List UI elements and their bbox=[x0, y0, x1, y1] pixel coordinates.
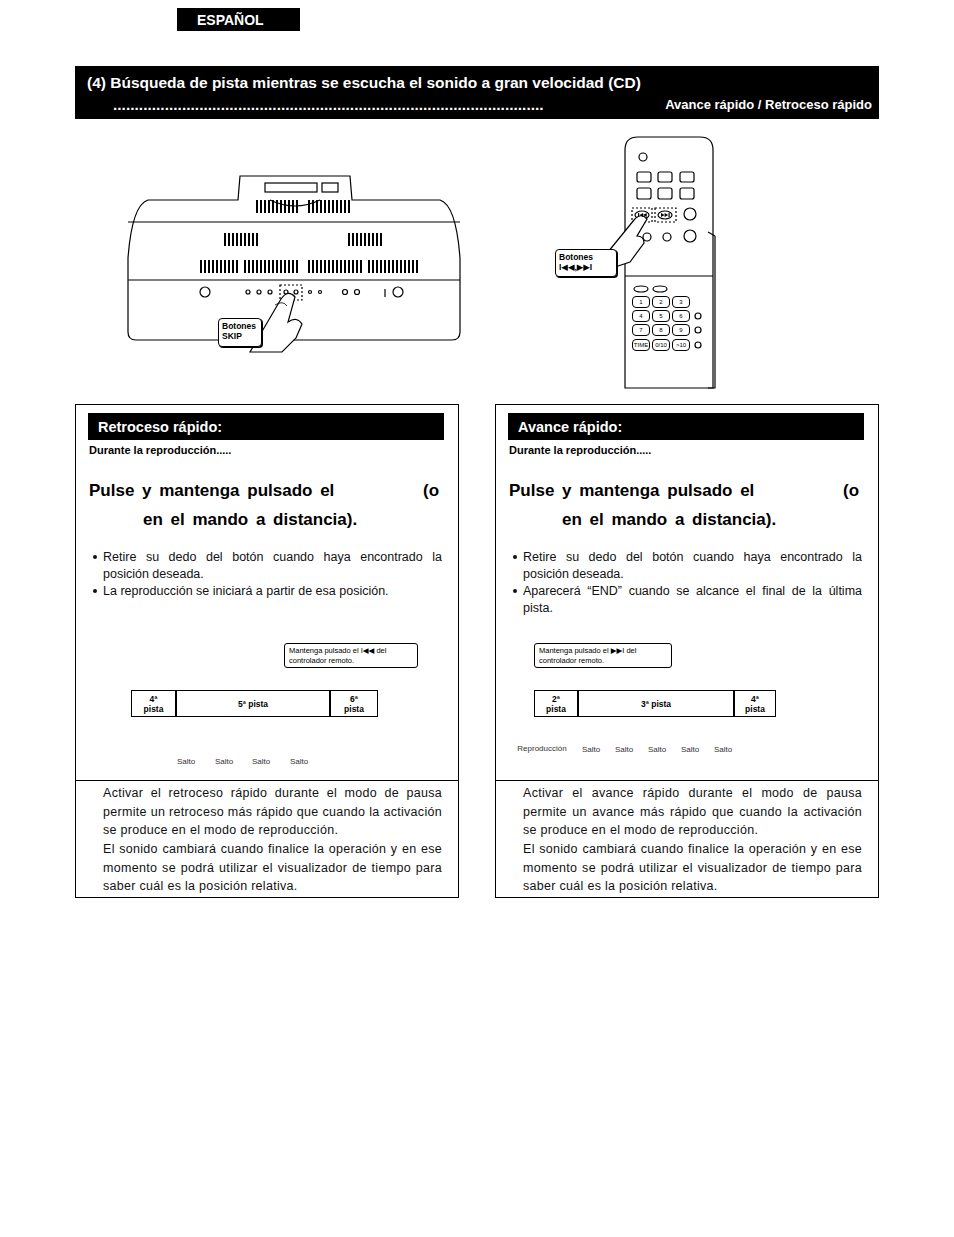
node-text: 2 bbox=[659, 299, 662, 306]
instruction-text: Avance rápido / Retroceso rápido bbox=[600, 97, 872, 112]
track-cell: 4ª pista bbox=[131, 690, 176, 717]
node-text: 5ª pista bbox=[238, 699, 268, 709]
track-cell: 2ª pista bbox=[534, 690, 578, 717]
instruction-text: en el mando a distancia). bbox=[562, 510, 862, 530]
section-heading-bar: (4) Búsqueda de pista mientras se escuch… bbox=[75, 66, 879, 119]
main-unit bbox=[128, 176, 460, 340]
callout-box: Botones I◀◀,▶▶I bbox=[555, 249, 617, 277]
node-text: 2ª pista bbox=[543, 694, 569, 714]
instruction-text: (o bbox=[423, 481, 455, 501]
keypad-button: 9 bbox=[672, 324, 690, 336]
keypad-button: 7 bbox=[632, 324, 650, 336]
note-section: Activar el retroceso rápido durante el m… bbox=[75, 780, 459, 898]
instruction-text: (o bbox=[843, 481, 875, 501]
instruction-text: Durante la reproducción..... bbox=[89, 444, 389, 456]
jump-label: Reproducción bbox=[516, 744, 567, 753]
node-text: 1 bbox=[639, 299, 642, 306]
bullet-dot bbox=[93, 555, 97, 559]
bullet-dot bbox=[93, 589, 97, 593]
node-text: 4ª pista bbox=[743, 694, 767, 714]
node-text: 8 bbox=[659, 327, 662, 334]
node-text: Botones SKIP bbox=[222, 321, 258, 341]
jump-label: Salto bbox=[289, 757, 309, 766]
node-text: 6ª pista bbox=[339, 694, 369, 714]
node-text: 4ª pista bbox=[140, 694, 167, 714]
keypad-button: 0/10 bbox=[652, 339, 670, 351]
node-text: 6 bbox=[679, 313, 682, 320]
keypad-button: 4 bbox=[632, 310, 650, 322]
instruction-text: Pulse y mantenga pulsado el bbox=[89, 481, 374, 501]
node-text: 3ª pista bbox=[641, 699, 671, 709]
node-text: 3 bbox=[679, 299, 682, 306]
jump-label: Salto bbox=[680, 745, 700, 754]
callout-box: Botones SKIP bbox=[218, 318, 262, 347]
skip-symbol bbox=[661, 213, 670, 217]
track-cell: 3ª pista bbox=[578, 690, 734, 717]
keypad-button: 1 bbox=[632, 296, 650, 308]
keypad-button: 8 bbox=[652, 324, 670, 336]
node-text: >10 bbox=[676, 342, 686, 349]
node-text: 0/10 bbox=[655, 342, 667, 349]
bullet-text: La reproducción se iniciará a partir de … bbox=[103, 583, 442, 600]
instruction-text: (4) Búsqueda de pista mientras se escuch… bbox=[87, 72, 667, 116]
instruction-panel: Avance rápido: Mantenga pulsado el ▶▶I de… bbox=[495, 404, 879, 898]
node-text: Mantenga pulsado el ▶▶I del controlador … bbox=[539, 646, 667, 665]
node-text: 7 bbox=[639, 327, 642, 334]
bullet-text: Retire su dedo del botón cuando haya enc… bbox=[103, 549, 442, 583]
track-cell: 5ª pista bbox=[176, 690, 330, 717]
node-text: 5 bbox=[659, 313, 662, 320]
node-text: Botones I◀◀,▶▶I bbox=[559, 252, 613, 272]
jump-label: Salto bbox=[251, 757, 271, 766]
node-text: ESPAÑOL bbox=[197, 12, 264, 28]
track-cell: 4ª pista bbox=[734, 690, 776, 717]
callout-box: Mantenga pulsado el ▶▶I del controlador … bbox=[534, 643, 672, 668]
track-cell: 6ª pista bbox=[330, 690, 378, 717]
jump-label: Salto bbox=[713, 745, 733, 754]
instruction-text: El sonido cambiará cuando finalice la op… bbox=[523, 840, 862, 896]
bullet-text: Aparecerá “END” cuando se alcance el fin… bbox=[523, 583, 862, 617]
skip-symbol bbox=[638, 213, 647, 217]
keypad-button: >10 bbox=[672, 339, 690, 351]
keypad-button: 2 bbox=[652, 296, 670, 308]
jump-label: Salto bbox=[647, 745, 667, 754]
bullet-dot bbox=[513, 555, 517, 559]
node-text: TIME bbox=[634, 342, 648, 349]
instruction-panel: Retroceso rápido: Mantenga pulsado el I◀◀… bbox=[75, 404, 459, 898]
node-text: Avance rápido: bbox=[518, 419, 622, 435]
bullet-text: Retire su dedo del botón cuando haya enc… bbox=[523, 549, 862, 583]
keypad-button: 3 bbox=[672, 296, 690, 308]
node-text: Mantenga pulsado el I◀◀ del controlador … bbox=[289, 646, 413, 665]
instruction-text: Activar el retroceso rápido durante el m… bbox=[103, 784, 442, 840]
node-text: 4 bbox=[639, 313, 642, 320]
bullet-dot bbox=[513, 589, 517, 593]
jump-label: Salto bbox=[176, 757, 196, 766]
language-tab: ESPAÑOL bbox=[177, 8, 300, 31]
callout-box: Mantenga pulsado el I◀◀ del controlador … bbox=[284, 643, 418, 668]
keypad-button: 5 bbox=[652, 310, 670, 322]
jump-label: Salto bbox=[214, 757, 234, 766]
node-text: Retroceso rápido: bbox=[98, 419, 222, 435]
remote-control bbox=[625, 137, 715, 388]
node-text: 9 bbox=[679, 327, 682, 334]
instruction-text: Pulse y mantenga pulsado el bbox=[509, 481, 794, 501]
instruction-text: en el mando a distancia). bbox=[143, 510, 443, 530]
instruction-text: El sonido cambiará cuando finalice la op… bbox=[103, 840, 442, 896]
panel-heading: Retroceso rápido: bbox=[88, 413, 444, 440]
instruction-text: Activar el avance rápido durante el modo… bbox=[523, 784, 862, 840]
panel-heading: Avance rápido: bbox=[508, 413, 864, 440]
keypad-button: 6 bbox=[672, 310, 690, 322]
note-section: Activar el avance rápido durante el modo… bbox=[495, 780, 879, 898]
instruction-text: Durante la reproducción..... bbox=[509, 444, 809, 456]
jump-label: Salto bbox=[614, 745, 634, 754]
keypad-button: TIME bbox=[632, 339, 650, 351]
jump-label: Salto bbox=[581, 745, 601, 754]
